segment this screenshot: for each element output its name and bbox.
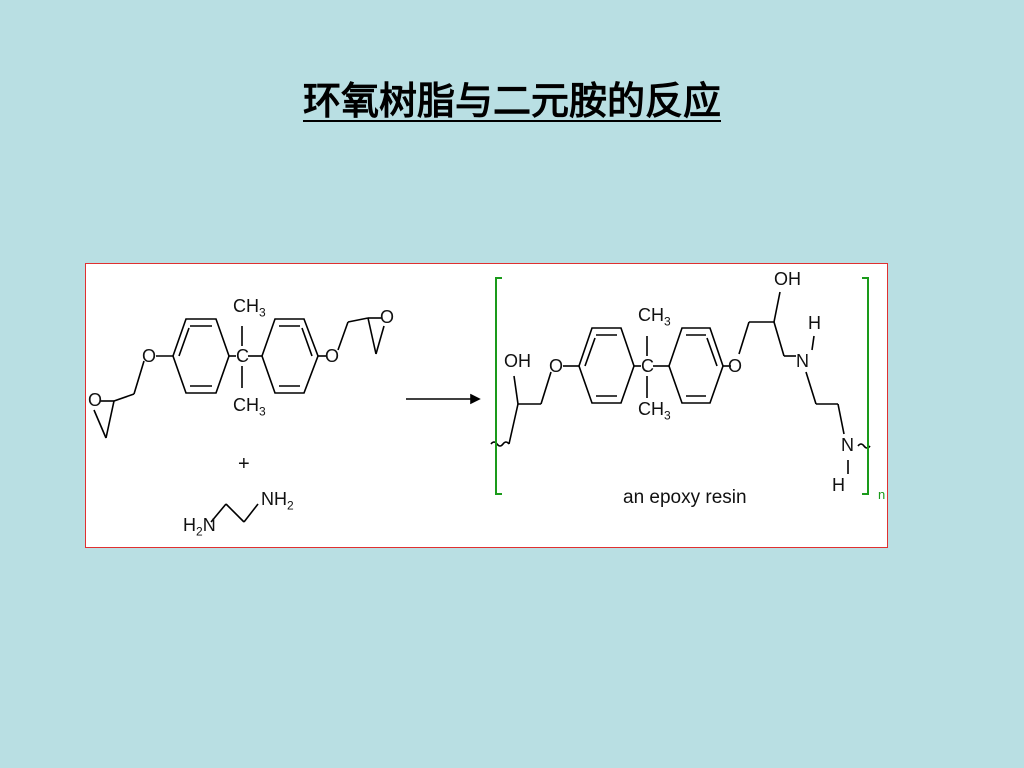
atom-c-center: C — [236, 346, 249, 366]
reaction-arrow-head — [470, 393, 481, 405]
bond — [93, 409, 107, 439]
bond — [367, 317, 377, 355]
bond — [805, 371, 817, 405]
bond — [837, 403, 845, 435]
product-caption: an epoxy resin — [623, 487, 747, 508]
atom-o-ether-right-product: O — [728, 356, 743, 376]
reaction-figure: O O CH3 C CH3 O O + H2N NH2 OH O CH3 C C… — [85, 263, 888, 548]
bond — [243, 503, 259, 523]
atom-c-center-product: C — [641, 356, 654, 376]
bond-double — [301, 327, 313, 357]
bond — [133, 360, 145, 395]
bracket-right — [862, 277, 869, 495]
atom-ch3-bottom-product: CH3 — [638, 399, 671, 423]
bracket-left — [495, 277, 502, 495]
atom-ch3-top: CH3 — [233, 296, 266, 320]
atom-ch3-top-product: CH3 — [638, 305, 671, 329]
bond — [210, 503, 227, 523]
plus-sign: + — [238, 453, 250, 475]
amine-nh2: NH2 — [261, 489, 294, 513]
atom-n-upper: N — [796, 351, 809, 371]
bond — [337, 321, 349, 351]
benzene-ring-product-left — [578, 327, 635, 404]
reaction-diagram — [93, 277, 871, 523]
atom-o-ether-left: O — [142, 346, 157, 366]
bond-double — [178, 327, 190, 357]
slide-title: 环氧树脂与二元胺的反应 — [302, 78, 721, 123]
atom-o-epoxide-left: O — [88, 390, 103, 410]
bond — [773, 321, 785, 357]
bond — [113, 393, 135, 402]
bond-wavy-left — [490, 441, 510, 447]
polymer-brackets — [495, 277, 869, 495]
bond — [540, 371, 552, 405]
bond — [738, 321, 750, 355]
benzene-ring-right — [261, 318, 319, 394]
atom-o-epoxide-right: O — [380, 307, 395, 327]
bond-double — [706, 337, 718, 367]
atom-o-ether-right: O — [325, 346, 340, 366]
amine-h2n: H2N — [183, 515, 216, 539]
atom-h-upper: H — [808, 313, 821, 333]
bond — [105, 400, 115, 439]
atom-oh-right: OH — [774, 269, 801, 289]
bond-double — [584, 337, 596, 367]
bond — [347, 317, 369, 323]
bond — [375, 325, 385, 355]
bond — [225, 503, 245, 523]
benzene-ring-left — [172, 318, 230, 394]
atom-oh-left: OH — [504, 351, 531, 371]
bond — [811, 335, 815, 351]
atom-ch3-bottom: CH3 — [233, 395, 266, 419]
bond — [773, 291, 781, 323]
bond — [513, 375, 519, 405]
repeat-subscript: n — [878, 487, 886, 502]
atom-n-lower: N — [841, 435, 854, 455]
atom-o-ether-left-product: O — [549, 356, 564, 376]
atom-h-lower: H — [832, 475, 845, 495]
bond — [508, 403, 519, 445]
benzene-ring-product-right — [668, 327, 724, 404]
